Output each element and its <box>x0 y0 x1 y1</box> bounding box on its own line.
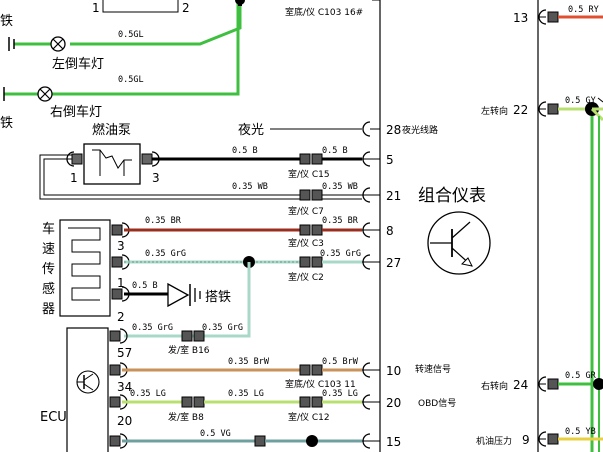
lamp-left-wire-label: 0.5GL <box>118 30 144 40</box>
ecu57-left-label: 0.35 GrG <box>132 323 173 333</box>
r13-wire-label: 0.5 RY <box>568 5 599 15</box>
ecu57-connector-label: 发/室 B16 <box>168 344 210 356</box>
ecu-label: ECU <box>40 410 67 425</box>
left-turn-label: 左转向 <box>481 105 508 117</box>
w20-mid-label: 0.35 LG <box>228 389 264 399</box>
w5-left-label: 0.5 B <box>232 146 258 156</box>
w20-right-label: 0.35 LG <box>322 389 358 399</box>
ecu57-right-label: 0.35 GrG <box>202 323 243 333</box>
night-light-label: 夜光 <box>238 123 264 138</box>
pin-r13: 13 <box>513 11 528 25</box>
right-turn-label: 右转向 <box>481 380 508 392</box>
w21-right-label: 0.35 WB <box>322 182 358 192</box>
sensor-pin3: 3 <box>117 239 125 253</box>
sensor1-wire-label: 0.5 B <box>132 281 158 291</box>
w10-left-label: 0.35 BrW <box>228 357 270 367</box>
pin-27: 27 <box>386 256 401 270</box>
w27-right-label: 0.35 GrG <box>320 249 361 259</box>
r24-wire-label: 0.5 GR <box>565 371 597 381</box>
w8-connector-label: 室/仪 C3 <box>288 237 324 249</box>
obd-signal-label: OBD信号 <box>418 397 456 409</box>
pin-r24: 24 <box>513 378 528 392</box>
w5-right-label: 0.5 B <box>322 146 348 156</box>
pin-21: 21 <box>386 189 401 203</box>
pin-r9: 9 <box>522 433 530 447</box>
svg-text:感: 感 <box>42 281 55 297</box>
w21-left-label: 0.35 WB <box>232 182 268 192</box>
w27-connector-label: 室/仪 C2 <box>288 271 324 283</box>
speed-sensor-label: 车 速 传 感 器 <box>42 221 55 317</box>
r22-wire-label: 0.5 GY <box>565 96 596 106</box>
fuel-pump-label: 燃油泵 <box>92 122 131 138</box>
combination-meter-label: 组合仪表 <box>418 186 486 206</box>
lamp-right-wire-label: 0.5GL <box>118 75 144 85</box>
right-reverse-lamp-symbol <box>3 86 53 102</box>
ecu-transistor-icon <box>76 370 100 394</box>
ecu-pin20: 20 <box>117 414 132 428</box>
w5-connector-label: 室/仪 C15 <box>288 168 330 180</box>
ground-tie-bottom: 铁 <box>0 116 13 131</box>
fuel-pump-symbol <box>66 143 160 185</box>
ground-connect-label: 搭铁 <box>205 289 231 305</box>
sensor-pin2: 2 <box>117 310 125 324</box>
pin-15: 15 <box>386 435 401 449</box>
w10-connector-label: 室底/仪 C103 11 <box>285 378 356 390</box>
transistor-icon <box>427 211 491 275</box>
pin-5: 5 <box>386 153 394 167</box>
diode-ground-icon <box>167 282 201 308</box>
ecu-box <box>66 327 109 452</box>
w27-left-label: 0.35 GrG <box>145 249 186 259</box>
pin-20: 20 <box>386 396 401 410</box>
svg-text:传: 传 <box>42 262 55 277</box>
w8-left-label: 0.35 BR <box>145 216 182 226</box>
svg-text:器: 器 <box>42 302 55 317</box>
svg-text:车: 车 <box>42 221 55 237</box>
pin-r22: 22 <box>513 103 528 117</box>
pin-8: 8 <box>386 224 394 238</box>
w20-connector-left-label: 发/室 B8 <box>168 411 204 423</box>
oil-pressure-label: 机油压力 <box>476 435 512 447</box>
fuel-pump-pin3: 3 <box>152 171 160 185</box>
w15-wire-label: 0.5 VG <box>200 429 231 439</box>
w10-right-label: 0.5 BrW <box>322 357 359 367</box>
svg-text:速: 速 <box>42 242 55 257</box>
ground-tie-top: 铁 <box>0 14 13 29</box>
right-reverse-lamp-label: 右倒车灯 <box>50 104 102 120</box>
top-left-box-num2: 2 <box>182 1 190 15</box>
pin-28: 28 <box>386 123 401 137</box>
r9-wire-label: 0.5 YB <box>565 427 596 437</box>
top-left-box <box>102 0 179 13</box>
top-left-box-num1: 1 <box>92 1 100 15</box>
ecu-pin34: 34 <box>117 380 132 394</box>
w20-left-label: 0.35 LG <box>130 389 166 399</box>
left-reverse-lamp-label: 左倒车灯 <box>52 56 104 72</box>
pin-10: 10 <box>386 364 401 378</box>
ecu-pin57: 57 <box>117 346 132 360</box>
top-connector-label: 室底/仪 C103 16# <box>285 6 363 18</box>
fuel-pump-loop-wires <box>39 154 300 200</box>
splice-15 <box>306 435 318 447</box>
night-light-line-label: 夜光线路 <box>402 124 438 136</box>
sensor-pin1: 1 <box>117 276 125 290</box>
w8-right-label: 0.35 BR <box>322 216 359 226</box>
rpm-signal-label: 转速信号 <box>415 363 451 375</box>
left-reverse-lamp-symbol <box>8 36 66 52</box>
w21-connector-label: 室/仪 C7 <box>288 205 324 217</box>
w20-connector-right-label: 室/仪 C12 <box>288 411 330 423</box>
speed-sensor-symbol <box>59 219 130 317</box>
fuel-pump-pin1: 1 <box>70 171 78 185</box>
reverse-lamp-wires <box>52 0 245 96</box>
